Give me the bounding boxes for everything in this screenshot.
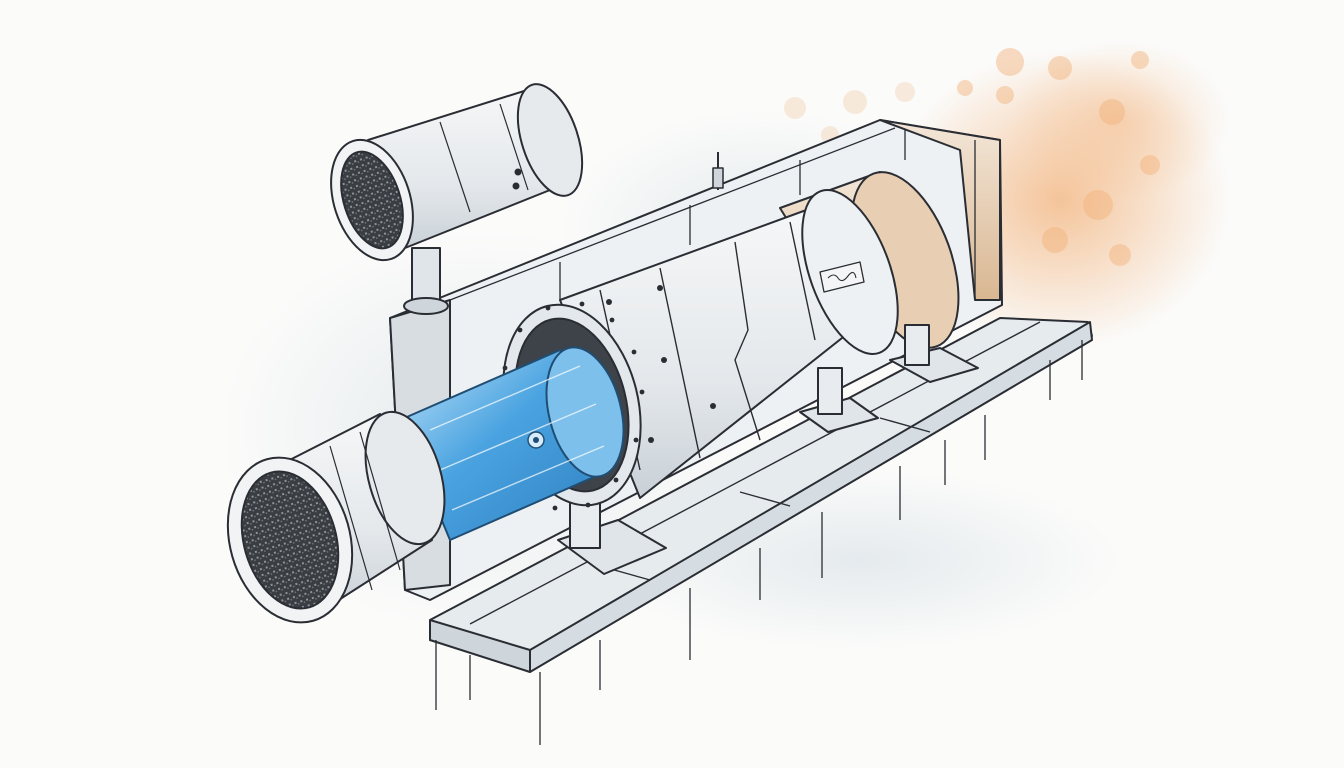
main-cylinder <box>559 189 899 499</box>
support-middle <box>799 367 879 433</box>
label-plate <box>819 261 865 293</box>
front-intake-pipe <box>226 410 446 624</box>
gear-icon <box>527 431 545 449</box>
support-rear <box>889 324 979 383</box>
pipe-supports <box>557 324 979 575</box>
top-exhaust-pipe <box>330 83 584 315</box>
glowing-core-pipe <box>399 346 625 541</box>
